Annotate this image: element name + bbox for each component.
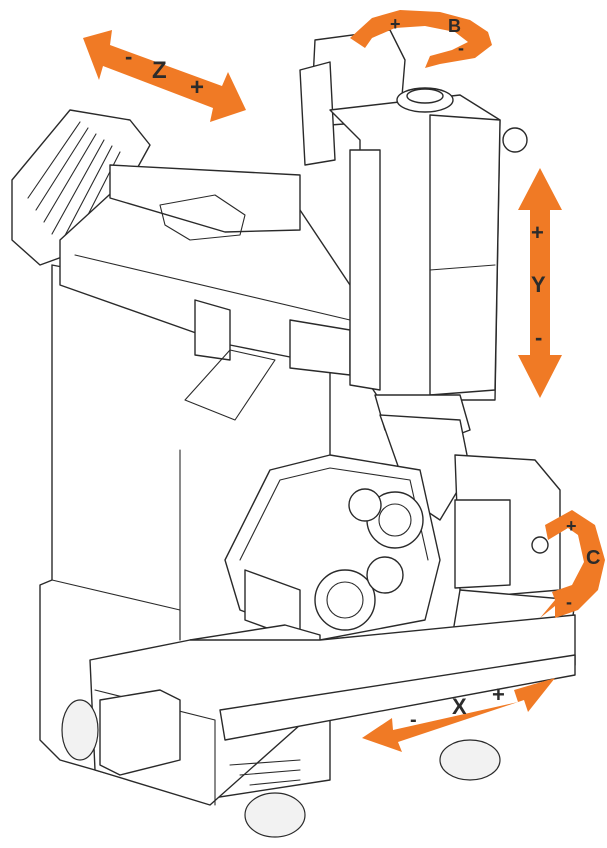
z-axis-letter: Z [152,57,167,84]
base-plate [89,614,576,806]
y-axis-arrow-shape [518,168,562,398]
gear-housing [224,454,441,641]
b-axis-arrow: + B - [350,10,492,68]
b-axis-plus: + [390,14,401,34]
x-axis-minus: - [410,709,417,731]
x-axis-plus: + [492,682,505,707]
y-axis-minus: - [535,325,542,350]
y-axis-letter: Y [531,272,546,297]
spindle-head [299,29,528,446]
b-axis-arrow-shape [350,10,492,68]
x-axis-arrow-shape [362,678,555,752]
b-axis-letter: B [448,16,461,36]
c-axis-arrow: + C - [540,510,605,618]
c-axis-minus: - [566,592,572,612]
z-axis-arrow-shape [83,30,246,122]
machine-drawing [11,29,576,838]
b-axis-minus: - [458,38,464,58]
c-axis-letter: C [586,547,600,569]
z-axis-arrow: - Z + [83,30,246,122]
feet [61,699,501,838]
y-axis-plus: + [531,220,544,245]
y-axis-arrow: + Y - [518,168,562,398]
x-axis-arrow: - X + [362,678,555,752]
z-axis-plus: + [190,74,204,101]
horizontal-arm [59,164,361,421]
x-axis-letter: X [452,694,467,719]
z-axis-minus: - [125,44,132,69]
c-axis-arrow-shape [540,510,605,618]
c-axis-plus: + [566,516,577,536]
